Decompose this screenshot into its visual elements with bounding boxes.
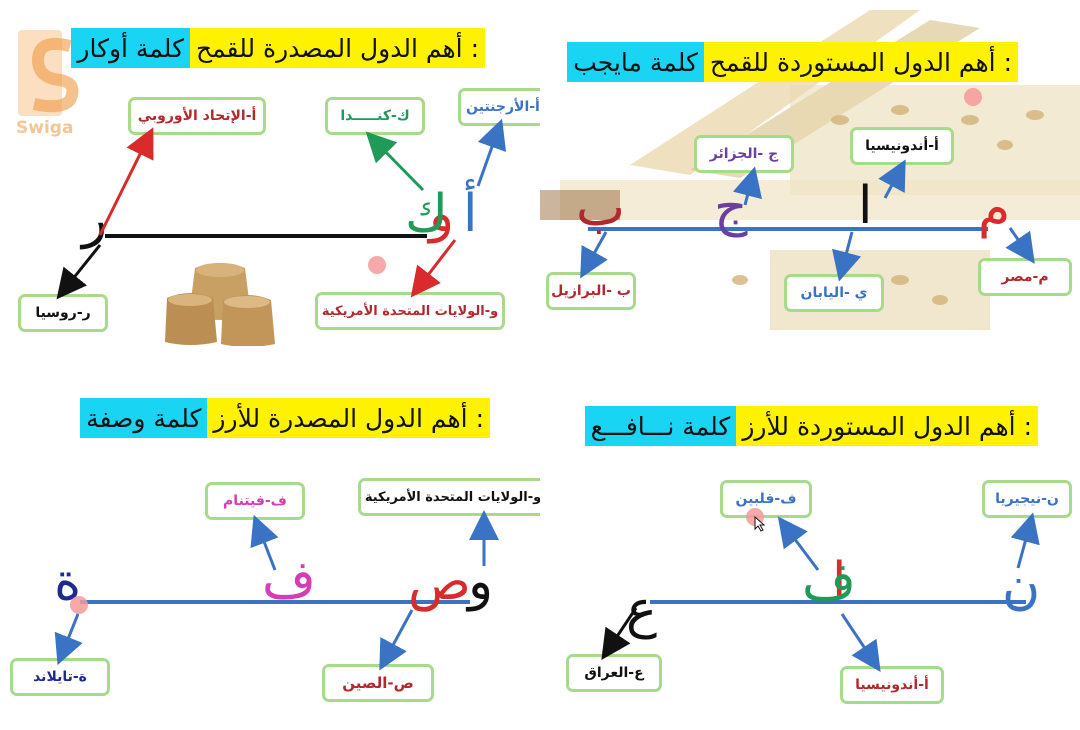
arrows (56, 118, 507, 300)
arrow-noon-nigeria (1010, 512, 1040, 569)
panel-title: أهم الدول المستوردة للأرز : كلمة نـــافـ… (584, 406, 1038, 446)
arrow-ba-brazil (580, 231, 608, 279)
title-main: أهم الدول المصدرة للأرز : (207, 398, 490, 438)
letter-noon: ن (1002, 556, 1041, 616)
arrow-ra-eu (98, 127, 154, 236)
arrow-ra-russia (56, 244, 102, 300)
title-word: كلمة وصفة (80, 398, 208, 438)
grain-sacks-image (165, 258, 275, 347)
letter-meem: م (978, 179, 1011, 239)
title-word: كلمة مايجب (567, 42, 704, 82)
title-main: أهم الدول المستوردة للقمح : (703, 42, 1018, 82)
pointer-dot (964, 88, 982, 106)
word-baseline (650, 600, 1026, 604)
letter-alef: ا (858, 176, 873, 236)
letter-waw: و (468, 552, 494, 612)
box-china: ص-الصين (322, 664, 434, 702)
arrow-waw-usa (410, 239, 457, 298)
panel-rice-exporters: أهم الدول المصدرة للأرز : كلمة وصفة ف-في… (0, 370, 540, 730)
title-word: كلمة أوكار (71, 28, 190, 68)
letter-alef: أ (463, 184, 478, 244)
title-main: أهم الدول المصدرة للقمح : (189, 28, 485, 68)
box-iraq: ع-العراق (566, 654, 662, 692)
letter-kaf: ك (405, 184, 448, 244)
panel-wheat-importers: أهم الدول المستوردة للقمح : كلمة مايجب ج… (540, 0, 1080, 360)
arrow-fa-philippines (777, 516, 820, 571)
arrows (54, 510, 499, 671)
box-nigeria: ن-نيجيريا (982, 480, 1072, 518)
panel-rice-importers: أهم الدول المستوردة للأرز : كلمة نـــافـ… (540, 370, 1080, 730)
arrow-kaf-canada (365, 131, 425, 192)
title-main: أهم الدول المستوردة للأرز : (736, 406, 1038, 446)
arrows (580, 159, 1035, 282)
watermark-text: Swiga (16, 118, 74, 138)
arrow-ain-iraq (601, 607, 638, 660)
letter-sad: ص (408, 552, 471, 612)
arrow-alef-indonesia (840, 613, 881, 672)
box-egypt: م-مصر (978, 258, 1072, 296)
panel-title: أهم الدول المصدرة للأرز : كلمة وصفة (80, 398, 490, 438)
letter-waw: و (429, 184, 455, 244)
arrow-ta-thailand (54, 613, 83, 666)
box-argentina: أ-الأرجنتين (458, 88, 540, 126)
word-baseline (105, 234, 427, 238)
box-usa: و-الولايات المتحدة الأمريكية (315, 292, 505, 330)
box-philippines: ف-فلبين (720, 480, 812, 518)
letter-ain: ع (626, 580, 658, 640)
panel-wheat-exporters: Swiga أهم الدول المصدرة للقمح : كلمة أوك… (0, 0, 540, 360)
letter-ba: ب (576, 178, 625, 238)
arrow-alef-argentina (476, 118, 507, 187)
arrow-alef-indonesia (878, 159, 906, 199)
title-word: كلمة نـــافـــع (584, 406, 737, 446)
pointer-dot (368, 256, 386, 274)
arrow-ya-japan (832, 231, 862, 282)
letter-ra: ر (82, 190, 108, 250)
panel-title: أهم الدول المصدرة للقمح : كلمة أوكار (71, 28, 485, 68)
arrows (601, 512, 1040, 672)
word-baseline (588, 227, 988, 231)
cursor-icon (754, 516, 766, 532)
arrow-sad-china (379, 609, 414, 671)
word-baseline (80, 600, 470, 604)
panel-title: أهم الدول المستوردة للقمح : كلمة مايجب (567, 42, 1018, 82)
letter-fa: ف (802, 552, 856, 612)
arrow-jeem-algeria (732, 166, 763, 206)
letter-alef: ا (832, 552, 847, 612)
box-vietnam: ف-فيتنام (205, 482, 305, 520)
arrow-meem-egypt (1005, 227, 1035, 264)
swiga-logo-icon (8, 28, 88, 122)
box-indonesia: أ-أندونيسيا (840, 666, 944, 704)
pointer-dot (70, 596, 88, 614)
box-russia: ر-روسيا (18, 294, 108, 332)
box-usa: و-الولايات المتحدة الأمريكية (358, 478, 540, 516)
arrow-fa-vietnam (250, 514, 279, 571)
